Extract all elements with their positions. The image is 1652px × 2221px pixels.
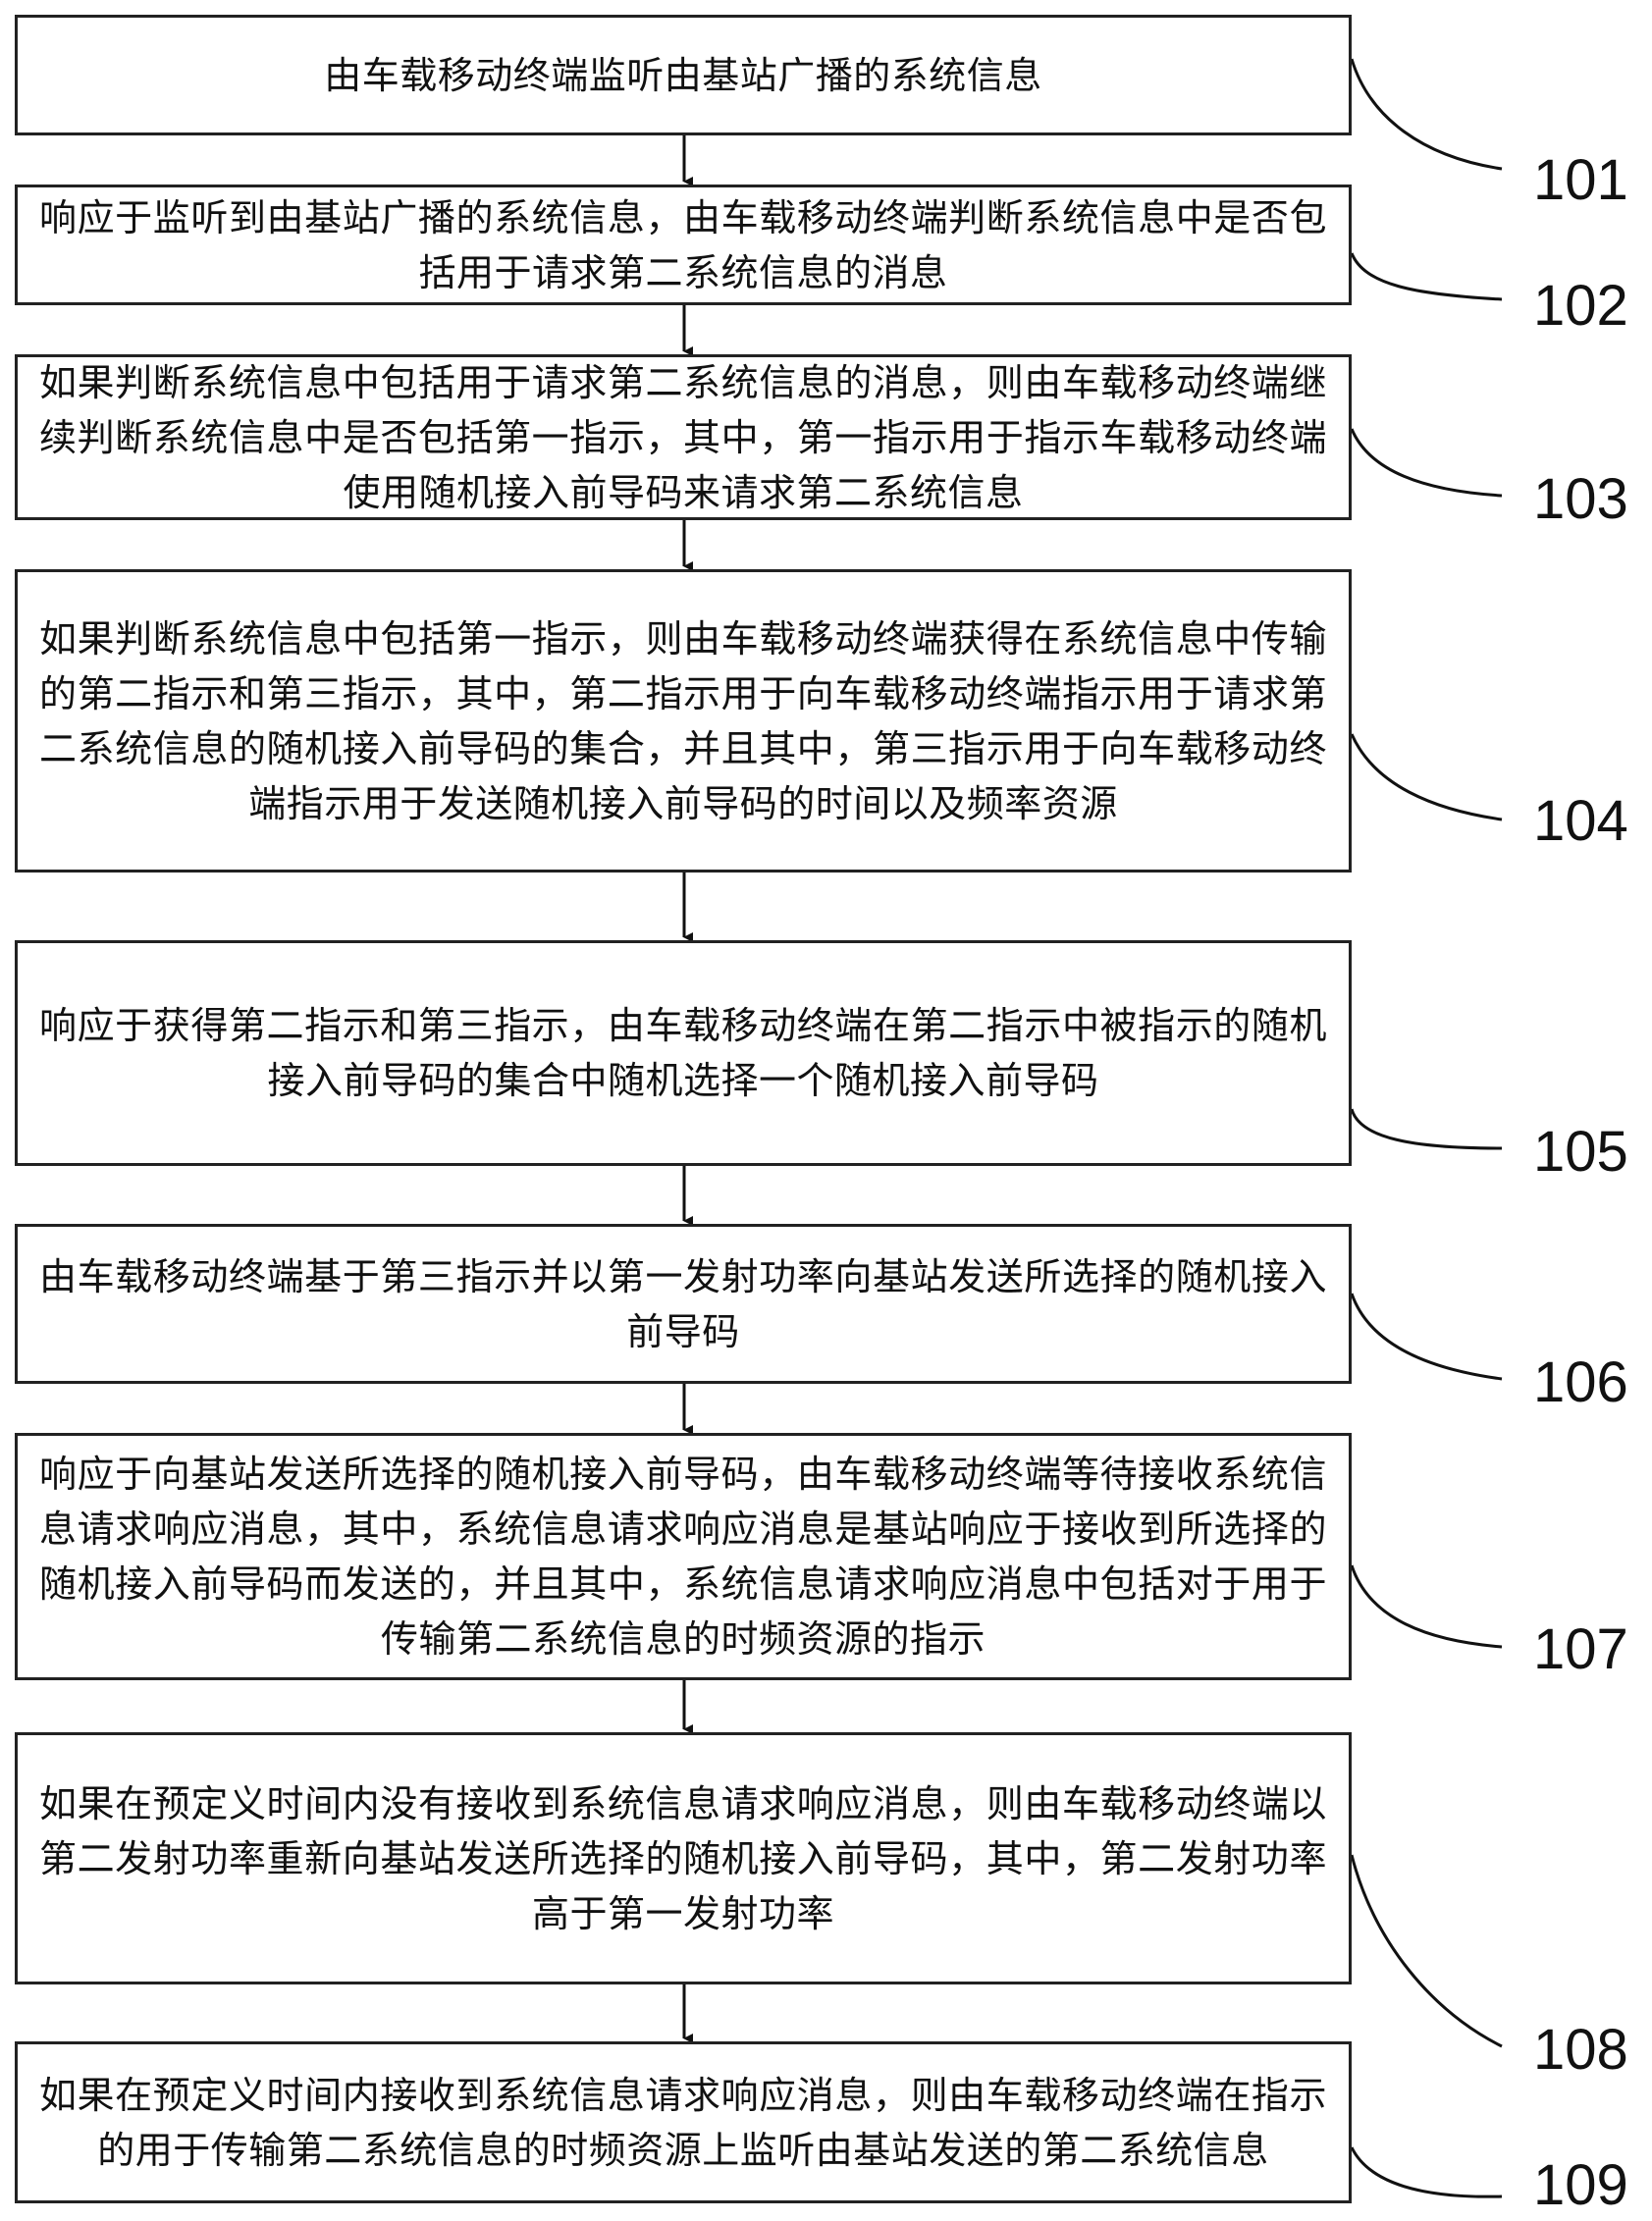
step-label-109: 109	[1533, 2153, 1628, 2217]
step-label-103: 103	[1533, 467, 1628, 531]
step-text-103: 如果判断系统信息中包括用于请求第二系统信息的消息，则由车载移动终端继续判断系统信…	[39, 360, 1327, 514]
leader-101	[1350, 58, 1503, 171]
step-label-101: 101	[1533, 148, 1628, 212]
leader-104	[1350, 733, 1503, 821]
leader-107	[1350, 1564, 1503, 1649]
step-box-107: 响应于向基站发送所选择的随机接入前导码，由车载移动终端等待接收系统信息请求响应消…	[15, 1433, 1352, 1680]
step-label-108: 108	[1533, 2018, 1628, 2082]
step-text-109: 如果在预定义时间内接收到系统信息请求响应消息，则由车载移动终端在指示的用于传输第…	[39, 2073, 1327, 2172]
step-box-102: 响应于监听到由基站广播的系统信息，由车载移动终端判断系统信息中是否包括用于请求第…	[15, 185, 1352, 305]
step-text-106: 由车载移动终端基于第三指示并以第一发射功率向基站发送所选择的随机接入前导码	[39, 1254, 1327, 1353]
step-label-102: 102	[1533, 274, 1628, 338]
step-box-104: 如果判断系统信息中包括第一指示，则由车载移动终端获得在系统信息中传输的第二指示和…	[15, 569, 1352, 873]
step-label-107: 107	[1533, 1617, 1628, 1681]
step-label-106: 106	[1533, 1350, 1628, 1414]
leader-109	[1350, 2146, 1503, 2198]
step-text-104: 如果判断系统信息中包括第一指示，则由车载移动终端获得在系统信息中传输的第二指示和…	[39, 616, 1327, 825]
step-box-105: 响应于获得第二指示和第三指示，由车载移动终端在第二指示中被指示的随机接入前导码的…	[15, 940, 1352, 1166]
leader-106	[1350, 1293, 1503, 1381]
step-text-105: 响应于获得第二指示和第三指示，由车载移动终端在第二指示中被指示的随机接入前导码的…	[39, 1004, 1327, 1102]
step-text-101: 由车载移动终端监听由基站广播的系统信息	[324, 53, 1042, 97]
step-box-101: 由车载移动终端监听由基站广播的系统信息	[15, 15, 1352, 135]
step-text-108: 如果在预定义时间内没有接收到系统信息请求响应消息，则由车载移动终端以第二发射功率…	[39, 1781, 1327, 1935]
step-box-108: 如果在预定义时间内没有接收到系统信息请求响应消息，则由车载移动终端以第二发射功率…	[15, 1732, 1352, 1984]
leader-108	[1350, 1854, 1503, 2048]
step-label-104: 104	[1533, 789, 1628, 853]
step-text-102: 响应于监听到由基站广播的系统信息，由车载移动终端判断系统信息中是否包括用于请求第…	[39, 195, 1327, 294]
step-box-103: 如果判断系统信息中包括用于请求第二系统信息的消息，则由车载移动终端继续判断系统信…	[15, 354, 1352, 520]
step-label-105: 105	[1533, 1120, 1628, 1184]
leader-102	[1350, 252, 1503, 301]
step-box-109: 如果在预定义时间内接收到系统信息请求响应消息，则由车载移动终端在指示的用于传输第…	[15, 2041, 1352, 2203]
leader-103	[1350, 428, 1503, 498]
step-box-106: 由车载移动终端基于第三指示并以第一发射功率向基站发送所选择的随机接入前导码	[15, 1224, 1352, 1384]
leader-lines	[1350, 58, 1503, 2198]
leader-105	[1350, 1108, 1503, 1150]
step-text-107: 响应于向基站发送所选择的随机接入前导码，由车载移动终端等待接收系统信息请求响应消…	[39, 1453, 1327, 1661]
